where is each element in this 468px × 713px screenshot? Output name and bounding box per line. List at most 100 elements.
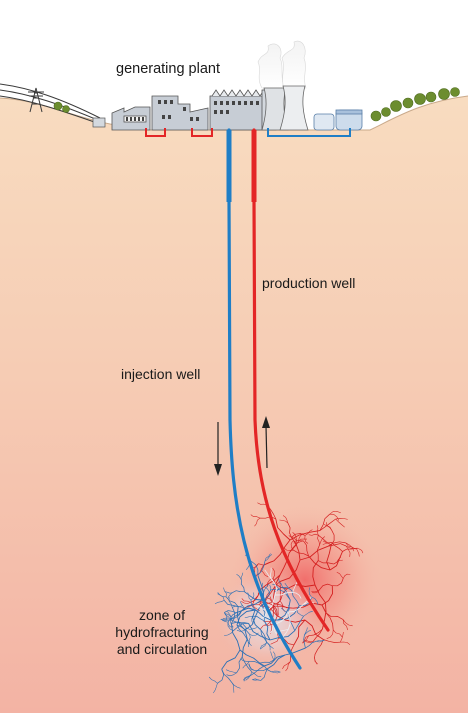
fracture-line	[228, 597, 233, 608]
fracture-line	[287, 603, 304, 613]
fracture-line	[231, 682, 241, 689]
fracture-line	[319, 536, 325, 545]
fracture-line	[314, 584, 327, 613]
fracture-line	[260, 668, 268, 681]
fracture-line	[308, 587, 312, 598]
fracture-line	[226, 672, 237, 677]
fracture-line	[252, 678, 261, 681]
generating-plant-label: generating plant	[116, 61, 220, 77]
fracture-line	[332, 578, 344, 587]
fracture-line	[270, 578, 278, 596]
fracture-line	[332, 629, 343, 638]
generating-plant-icon	[111, 89, 277, 131]
fracture-line	[302, 635, 309, 643]
fracture-line	[260, 622, 270, 630]
fracture-line	[264, 586, 270, 595]
production-well	[252, 128, 330, 632]
fracture-zone-label-line2: hydrofracturing	[115, 624, 209, 640]
fracture-line	[271, 670, 281, 673]
fracture-line	[319, 583, 333, 590]
fracture-line	[253, 668, 268, 672]
fracture-line	[213, 683, 218, 694]
fracture-line	[331, 542, 343, 552]
fracture-line	[263, 583, 270, 593]
fracture-line	[304, 535, 309, 544]
fracture-line	[282, 661, 291, 669]
fracture-line	[340, 641, 351, 645]
fracture-line	[244, 607, 260, 631]
fracture-line	[236, 605, 245, 610]
fracture-line	[251, 671, 262, 677]
fracture-line	[282, 587, 293, 591]
fracture-line	[335, 518, 345, 528]
fracture-line	[322, 542, 332, 545]
injection-well	[227, 128, 302, 670]
fracture-line	[342, 547, 357, 552]
fracture-line	[244, 591, 263, 601]
fracture-line	[318, 534, 332, 546]
fracture-line	[270, 589, 280, 591]
fracture-line	[319, 513, 330, 531]
fracture-line	[225, 591, 233, 594]
fracture-line	[321, 585, 333, 606]
fracture-line	[240, 580, 245, 592]
fracture-line	[266, 642, 274, 649]
fracture-line	[250, 514, 261, 519]
fracture-zone-label-line3: and circulation	[116, 641, 208, 657]
injection-well-label: injection well	[121, 366, 201, 382]
fracture-line	[303, 540, 309, 557]
fracture-line	[263, 620, 271, 641]
fracture-line	[256, 605, 268, 611]
fracture-line	[268, 584, 272, 595]
fracture-line	[329, 551, 343, 571]
fracture-line	[292, 592, 302, 599]
fracture-line	[272, 584, 280, 590]
fracture-line	[250, 600, 259, 612]
fracture-line	[262, 608, 266, 621]
fracture-line	[291, 590, 300, 606]
fracture-line	[222, 617, 232, 620]
fracture-line	[225, 669, 237, 674]
fracture-line	[265, 591, 270, 603]
fracture-line	[259, 662, 272, 673]
tree-icon	[370, 87, 460, 122]
fracture-line	[279, 581, 281, 602]
fracture-line	[308, 555, 331, 571]
fracture-line	[245, 671, 253, 681]
storage-tank-icon	[313, 109, 363, 131]
steam-plume	[257, 40, 307, 89]
cooling-tower-icon	[261, 85, 309, 131]
fracture-line	[236, 574, 242, 581]
fracture-zone-label: zone of hydrofracturing and circulation	[92, 607, 232, 658]
fracture-line	[356, 548, 364, 554]
fracture-line	[227, 592, 233, 599]
fracture-line	[293, 549, 309, 557]
fracture-line	[248, 664, 255, 671]
fracture-line	[339, 632, 344, 643]
fracture-line	[311, 589, 320, 593]
fracture-line	[283, 547, 294, 551]
fracture-line	[265, 602, 278, 616]
fracture-line	[293, 619, 306, 646]
fracture-line	[345, 542, 355, 552]
fracture-line	[317, 525, 319, 536]
fracture-line	[293, 540, 304, 542]
fracture-line	[287, 523, 292, 538]
fracture-line	[260, 629, 267, 644]
fracture-line	[292, 582, 298, 593]
fracture-line	[317, 544, 320, 561]
fracture-line	[355, 548, 360, 557]
fracture-line	[248, 623, 271, 641]
power-pylon-icon	[0, 83, 101, 125]
fracture-line	[231, 607, 236, 624]
fracture-line	[282, 515, 289, 524]
fracture-line	[316, 640, 325, 642]
fracture-line	[342, 573, 351, 579]
fracture-line	[254, 563, 259, 573]
fracture-line	[314, 654, 318, 665]
fracture-line	[293, 540, 304, 544]
fracture-line	[227, 611, 232, 620]
fracture-line	[305, 640, 317, 649]
fracture-line	[308, 533, 319, 536]
